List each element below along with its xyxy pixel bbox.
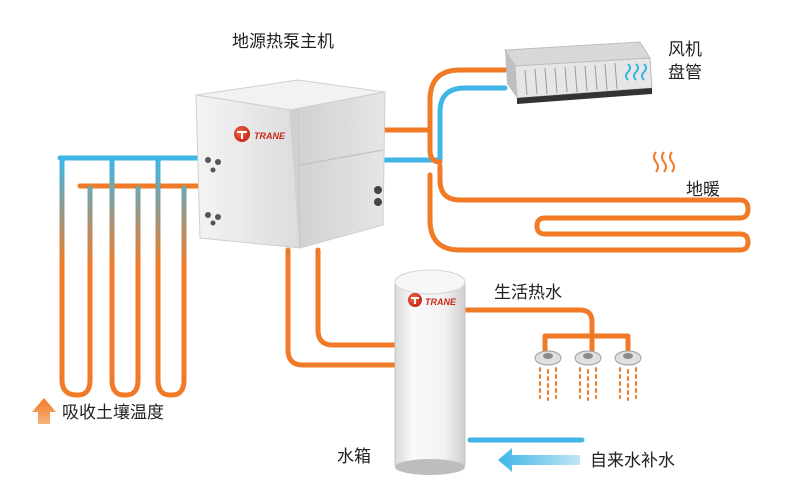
domestic-hot-water-label: 生活热水 [494,283,562,303]
left-arrow-icon [498,448,580,472]
soil-temperature-label: 吸收土壤温度 [62,403,164,423]
fan-coil-label-line2: 盘管 [668,63,702,83]
brand-text-tank: TRANE [425,297,457,307]
heat-waves-icon [653,151,675,173]
shower-icon [534,350,642,401]
main-unit-label: 地源热泵主机 [232,32,334,52]
ground-loop-pipes [57,155,213,398]
fan-coil-label-line1: 风机 [668,40,702,60]
trane-logo-unit [234,126,250,142]
fan-coil-unit [504,41,653,104]
wavy-lines-icon [625,63,647,81]
heat-pump-unit [195,79,386,249]
brand-text-unit: TRANE [254,131,286,141]
distribution-pipes [379,67,751,253]
floor-heating-label: 地暖 [686,180,720,200]
trane-logo-tank [408,293,422,307]
water-tank [394,269,466,475]
up-arrow-icon [32,398,56,424]
water-tank-label: 水箱 [337,447,371,467]
tap-water-label: 自来水补水 [590,451,675,471]
tank-pipes [285,247,631,443]
